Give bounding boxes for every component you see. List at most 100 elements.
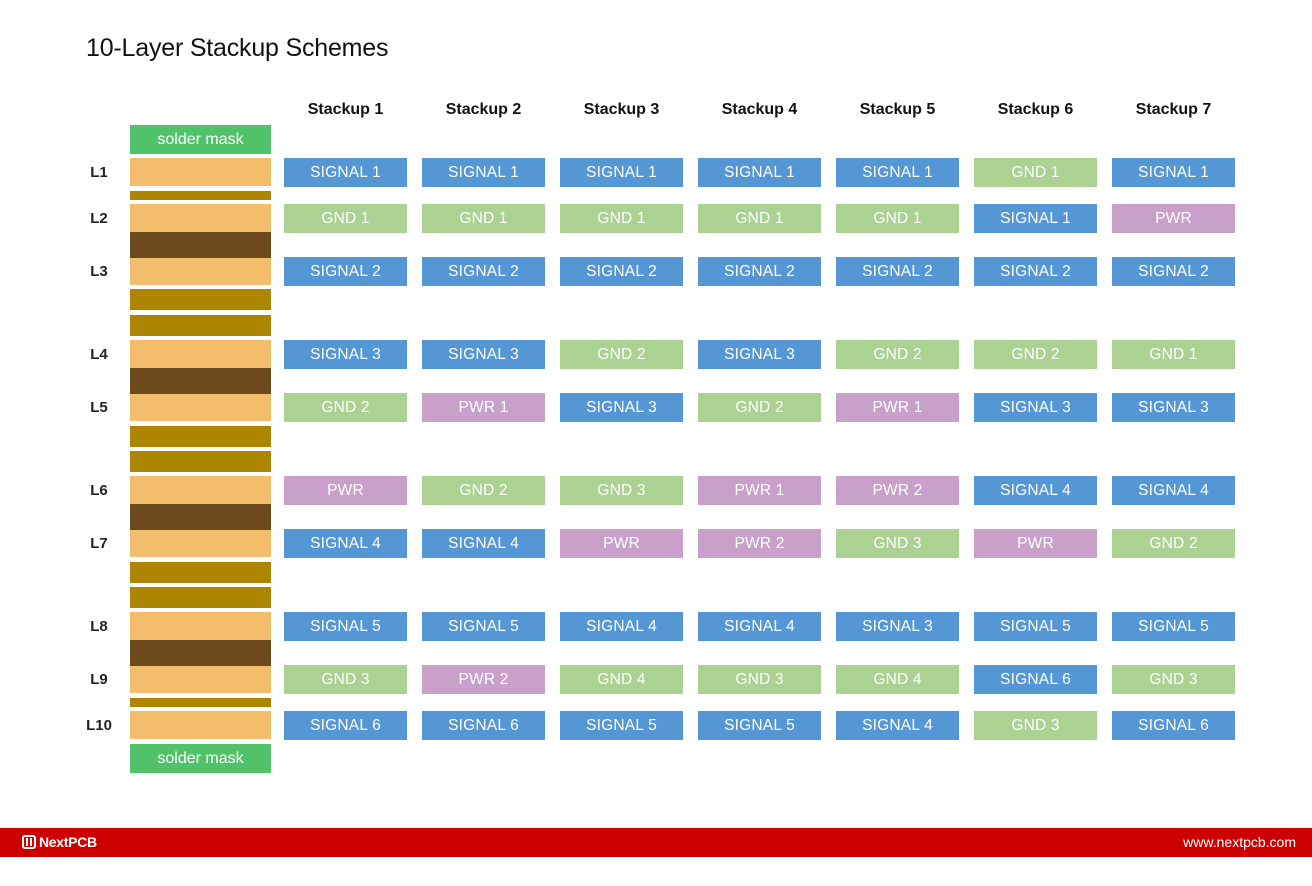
layer-cell-signal: SIGNAL 1 <box>1112 158 1235 187</box>
layer-cell-signal: SIGNAL 1 <box>974 204 1097 233</box>
layer-cell-signal: SIGNAL 6 <box>284 711 407 740</box>
layer-cell-gnd: GND 1 <box>422 204 545 233</box>
layer-cell-gnd: GND 2 <box>1112 529 1235 558</box>
layer-label-l5: L5 <box>90 399 108 416</box>
prepreg-layer <box>130 191 271 200</box>
prepreg-layer <box>130 698 271 707</box>
layer-cell-pwr: PWR <box>974 529 1097 558</box>
layer-cell-signal: SIGNAL 5 <box>1112 612 1235 641</box>
layer-cell-signal: SIGNAL 4 <box>422 529 545 558</box>
copper-layer <box>130 204 271 232</box>
layer-cell-signal: SIGNAL 5 <box>698 711 821 740</box>
layer-cell-signal: SIGNAL 2 <box>560 257 683 286</box>
website-link[interactable]: www.nextpcb.com <box>1183 834 1296 850</box>
layer-cell-signal: SIGNAL 4 <box>284 529 407 558</box>
prepreg-layer <box>130 315 271 336</box>
layer-cell-pwr: PWR <box>560 529 683 558</box>
layer-cell-signal: SIGNAL 3 <box>560 393 683 422</box>
brand-logo[interactable]: NextPCB <box>22 834 97 850</box>
layer-cell-pwr: PWR 1 <box>836 393 959 422</box>
layer-label-l1: L1 <box>90 164 108 181</box>
layer-cell-signal: SIGNAL 2 <box>1112 257 1235 286</box>
layer-label-l4: L4 <box>90 346 108 363</box>
layer-cell-signal: SIGNAL 1 <box>836 158 959 187</box>
core-layer <box>130 368 271 394</box>
layer-cell-signal: SIGNAL 2 <box>974 257 1097 286</box>
layer-cell-gnd: GND 1 <box>836 204 959 233</box>
copper-layer <box>130 393 271 421</box>
layer-cell-pwr: PWR 2 <box>422 665 545 694</box>
stackup-header-4: Stackup 4 <box>721 101 798 118</box>
stackup-header-6: Stackup 6 <box>997 101 1074 118</box>
footer-bar: NextPCB www.nextpcb.com <box>0 828 1312 857</box>
layer-cell-gnd: GND 2 <box>560 340 683 369</box>
solder-mask-bottom: solder mask <box>130 744 271 773</box>
prepreg-layer <box>130 587 271 608</box>
layer-label-l3: L3 <box>90 263 108 280</box>
layer-label-l8: L8 <box>90 618 108 635</box>
layer-cell-signal: SIGNAL 5 <box>422 612 545 641</box>
nextpcb-logo-icon <box>22 835 36 849</box>
layer-cell-pwr: PWR 2 <box>836 476 959 505</box>
layer-cell-gnd: GND 3 <box>836 529 959 558</box>
stackup-header-2: Stackup 2 <box>445 101 522 118</box>
layer-label-l6: L6 <box>90 482 108 499</box>
layer-cell-gnd: GND 2 <box>422 476 545 505</box>
layer-cell-pwr: PWR 2 <box>698 529 821 558</box>
layer-cell-signal: SIGNAL 4 <box>560 612 683 641</box>
layer-cell-signal: SIGNAL 3 <box>1112 393 1235 422</box>
layer-cell-signal: SIGNAL 1 <box>284 158 407 187</box>
layer-cell-signal: SIGNAL 2 <box>284 257 407 286</box>
layer-cell-gnd: GND 2 <box>284 393 407 422</box>
layer-cell-signal: SIGNAL 4 <box>1112 476 1235 505</box>
solder-mask-top: solder mask <box>130 125 271 154</box>
layer-cell-signal: SIGNAL 4 <box>698 612 821 641</box>
prepreg-layer <box>130 451 271 472</box>
layer-cell-pwr: PWR 1 <box>698 476 821 505</box>
stackup-header-3: Stackup 3 <box>583 101 660 118</box>
layer-cell-signal: SIGNAL 2 <box>836 257 959 286</box>
copper-layer <box>130 529 271 557</box>
page-title: 10-Layer Stackup Schemes <box>86 34 389 62</box>
layer-cell-gnd: GND 2 <box>698 393 821 422</box>
prepreg-layer <box>130 289 271 310</box>
layer-cell-signal: SIGNAL 2 <box>698 257 821 286</box>
layer-cell-signal: SIGNAL 3 <box>698 340 821 369</box>
layer-cell-signal: SIGNAL 1 <box>422 158 545 187</box>
layer-cell-pwr: PWR 1 <box>422 393 545 422</box>
copper-layer <box>130 612 271 640</box>
layer-cell-signal: SIGNAL 5 <box>974 612 1097 641</box>
layer-cell-gnd: GND 3 <box>1112 665 1235 694</box>
layer-cell-gnd: GND 1 <box>284 204 407 233</box>
copper-layer <box>130 711 271 739</box>
layer-label-l2: L2 <box>90 210 108 227</box>
layer-cell-gnd: GND 1 <box>1112 340 1235 369</box>
layer-cell-gnd: GND 1 <box>560 204 683 233</box>
layer-cell-signal: SIGNAL 3 <box>836 612 959 641</box>
layer-cell-signal: SIGNAL 4 <box>974 476 1097 505</box>
layer-cell-gnd: GND 1 <box>698 204 821 233</box>
layer-cell-signal: SIGNAL 3 <box>284 340 407 369</box>
stackup-header-5: Stackup 5 <box>859 101 936 118</box>
core-layer <box>130 640 271 666</box>
layer-cell-gnd: GND 1 <box>974 158 1097 187</box>
layer-cell-signal: SIGNAL 6 <box>974 665 1097 694</box>
layer-cell-signal: SIGNAL 5 <box>560 711 683 740</box>
prepreg-layer <box>130 426 271 447</box>
layer-cell-gnd: GND 2 <box>974 340 1097 369</box>
copper-layer <box>130 158 271 186</box>
layer-cell-signal: SIGNAL 6 <box>422 711 545 740</box>
copper-layer <box>130 665 271 693</box>
layer-cell-gnd: GND 3 <box>698 665 821 694</box>
layer-cell-signal: SIGNAL 3 <box>422 340 545 369</box>
layer-cell-gnd: GND 4 <box>836 665 959 694</box>
layer-cell-signal: SIGNAL 3 <box>974 393 1097 422</box>
layer-cell-gnd: GND 2 <box>836 340 959 369</box>
layer-label-l9: L9 <box>90 671 108 688</box>
copper-layer <box>130 476 271 504</box>
core-layer <box>130 504 271 530</box>
layer-cell-pwr: PWR <box>284 476 407 505</box>
layer-cell-signal: SIGNAL 5 <box>284 612 407 641</box>
brand-name: NextPCB <box>39 834 97 850</box>
layer-cell-signal: SIGNAL 4 <box>836 711 959 740</box>
